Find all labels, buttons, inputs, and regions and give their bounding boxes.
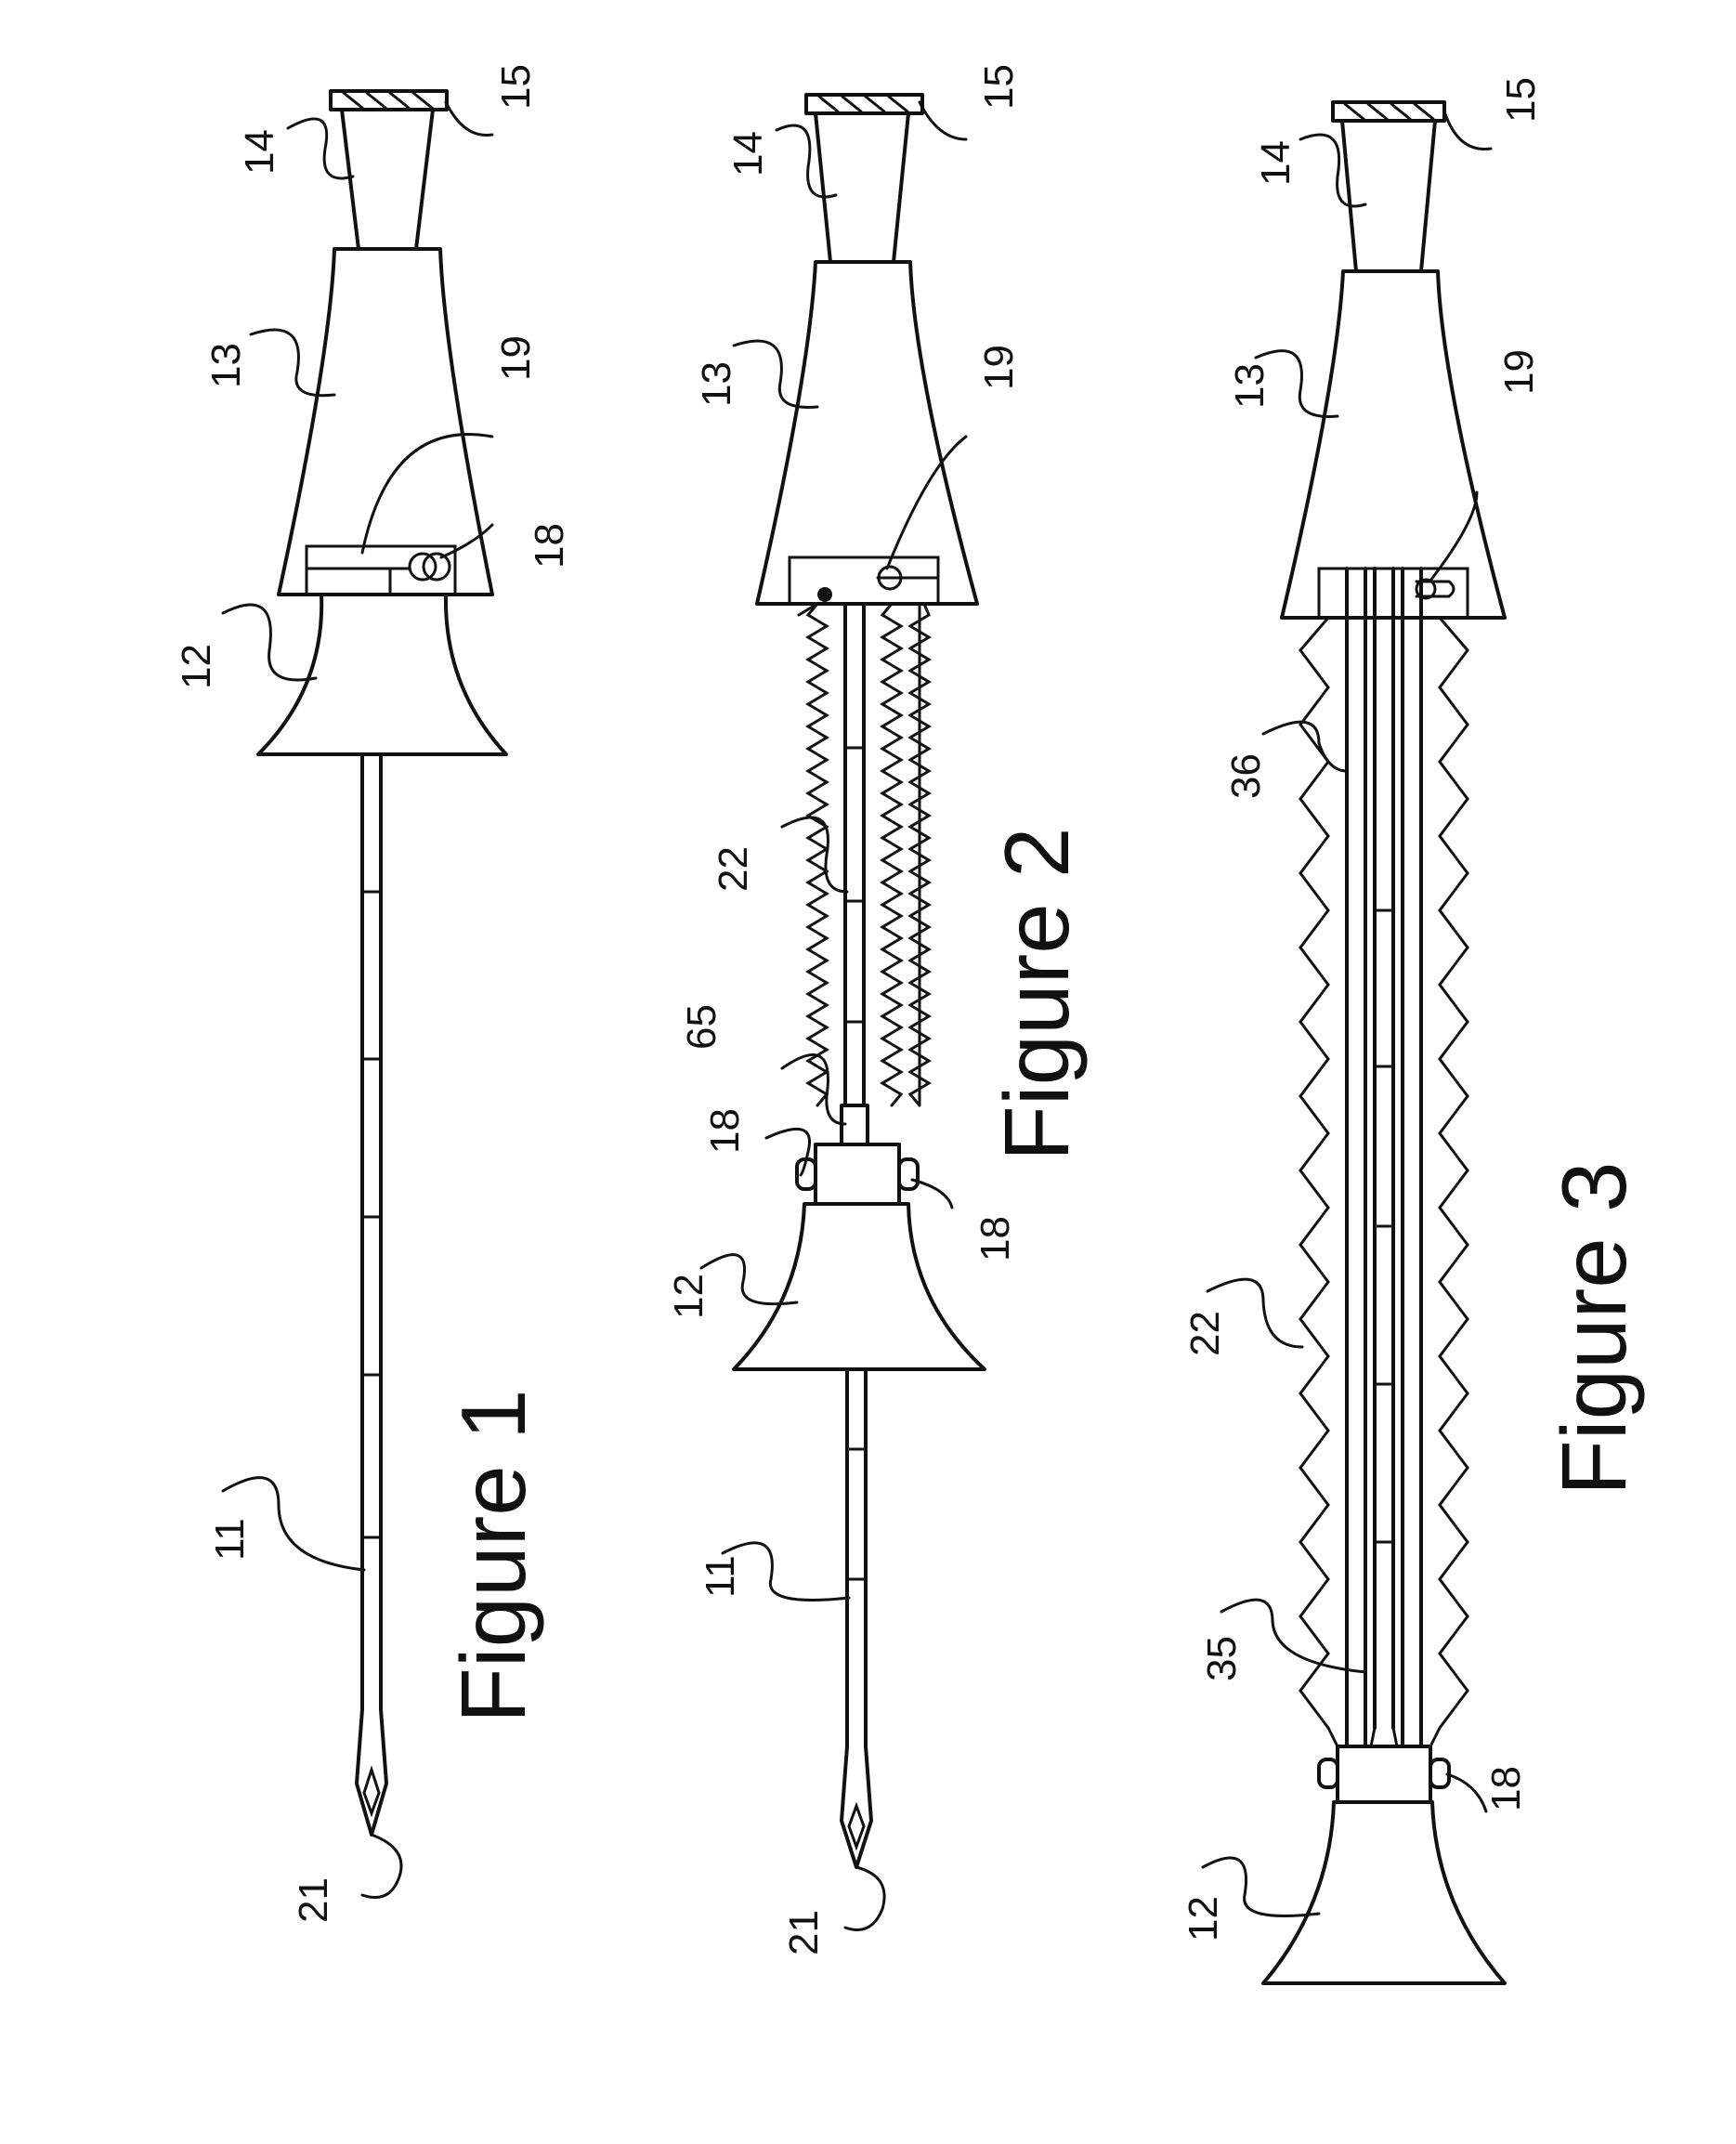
figure-3-pin-left [1319,1759,1338,1787]
figure-3-inner-tube [1375,569,1393,1728]
figure-3-flange [1263,1802,1505,1983]
figure-2-ref-19: 19 [976,345,1022,390]
figure-3-side-tube [1403,569,1421,1746]
figure-1-hub [279,249,492,595]
figure-1-connector [342,110,433,249]
figure-3-connector [1342,121,1435,271]
figure-2-connector [816,113,908,262]
figure-3-ref-12: 12 [1181,1896,1226,1941]
figure-2-ref-22: 22 [711,846,756,892]
figure-2-ref-12: 12 [666,1274,711,1319]
figure-2-bellows-right [882,604,901,1105]
figure-2-ref-18-left: 18 [702,1108,748,1154]
figure-2-ref-21: 21 [781,1910,827,1955]
figure-1-needle [362,754,381,1709]
figure-3-bellows-left [1300,618,1338,1746]
figure-2-collar [816,1144,899,1204]
figure-1-ref-15: 15 [493,64,539,110]
figure-2-slot [790,557,938,604]
figure-1-ref-13: 13 [203,343,249,388]
figure-2: 14 15 13 19 22 65 18 18 12 11 21 Figure … [666,64,1088,1955]
figure-2-needle [847,1369,866,1746]
figure-2-ref-14: 14 [725,131,771,176]
figure-3-hub [1282,271,1505,618]
figure-2-ref-13: 13 [694,361,739,407]
figure-3-ref-22: 22 [1182,1311,1228,1356]
figure-2-bellows-left [808,604,827,1105]
figure-2-ref-65: 65 [679,1004,724,1050]
figure-3-outer-tube [1347,569,1365,1746]
figure-2-pin-right [899,1159,918,1189]
figure-3-device [1263,102,1505,1983]
figure-3-ref-13: 13 [1227,363,1273,409]
figure-3: 14 15 13 19 36 22 35 18 12 Figure 3 [1181,77,1645,1983]
figure-3-collar [1338,1746,1430,1802]
figure-2-ref-18-right: 18 [972,1216,1018,1262]
figure-3-caption: Figure 3 [1543,1161,1645,1496]
figure-1-caption: Figure 1 [442,1389,544,1723]
figure-3-ref-14: 14 [1253,140,1299,186]
figure-2-stylet [845,604,864,1105]
figure-2-detent [817,587,832,602]
figure-2-hub [757,262,977,604]
figure-3-ref-35: 35 [1199,1636,1245,1681]
figure-3-labels: 14 15 13 19 36 22 35 18 12 [1181,77,1544,1941]
figure-3-bellows-right [1430,618,1468,1746]
figure-3-ref-19: 19 [1496,349,1542,395]
figure-3-ref-15: 15 [1498,77,1544,123]
figure-3-ref-18: 18 [1483,1766,1529,1811]
figure-1-ref-18: 18 [527,523,572,569]
figure-2-ref-15: 15 [976,64,1022,110]
figure-1-ref-11: 11 [207,1518,253,1561]
figure-1-ref-21: 21 [291,1877,336,1923]
figure-1: 14 15 13 19 18 12 11 21 Figure 1 [174,64,572,1923]
figure-2-device [734,95,985,1867]
figure-2-caption: Figure 2 [985,827,1088,1161]
figure-2-flange [734,1204,985,1369]
figure-3-ref-36: 36 [1223,753,1269,799]
figure-1-flange [258,595,506,754]
figure-2-ref-11: 11 [698,1555,743,1598]
figure-1-ref-12: 12 [174,644,219,689]
figure-1-ref-19: 19 [493,335,539,381]
figure-3-cap [1333,102,1444,121]
figure-1-ref-14: 14 [237,129,282,175]
